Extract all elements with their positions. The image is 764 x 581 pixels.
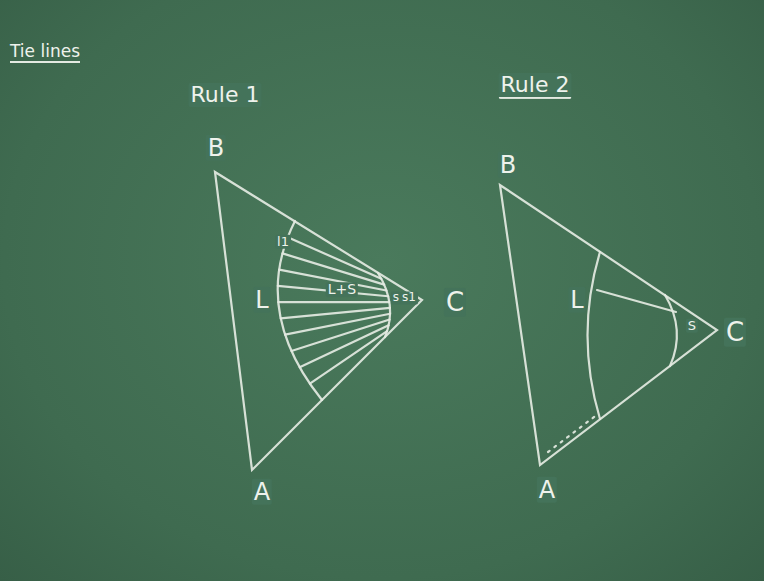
- tie-lines: [278, 237, 390, 383]
- chalk-label: L: [568, 287, 585, 313]
- chalk-label: A: [537, 477, 557, 503]
- liquidus-curve: [588, 252, 601, 419]
- solidus-curve: [665, 295, 677, 366]
- chalk-label: Rule 1: [189, 83, 262, 107]
- chalk-label: B: [206, 135, 226, 161]
- chalk-label: C: [444, 288, 466, 317]
- tie-line: [597, 290, 676, 312]
- dotted-line: [548, 414, 598, 452]
- tie-line: [288, 237, 382, 279]
- chalk-label: A: [252, 479, 272, 505]
- chalk-label: l1: [275, 235, 291, 249]
- tie-line: [278, 301, 389, 303]
- chalk-label: S: [686, 319, 698, 333]
- chalk-label: s1: [400, 291, 418, 304]
- chalk-label: L+S: [326, 282, 358, 297]
- chalk-label: L: [253, 287, 270, 313]
- ternary-triangle: [215, 172, 422, 470]
- tie-line: [291, 320, 389, 351]
- chalk-label: Rule 2: [499, 73, 572, 99]
- tie-line: [310, 331, 387, 383]
- ternary-triangle: [500, 185, 717, 465]
- board-heading: Tie lines: [10, 42, 80, 63]
- chalk-label: B: [498, 152, 518, 178]
- chalk-label: C: [724, 318, 746, 347]
